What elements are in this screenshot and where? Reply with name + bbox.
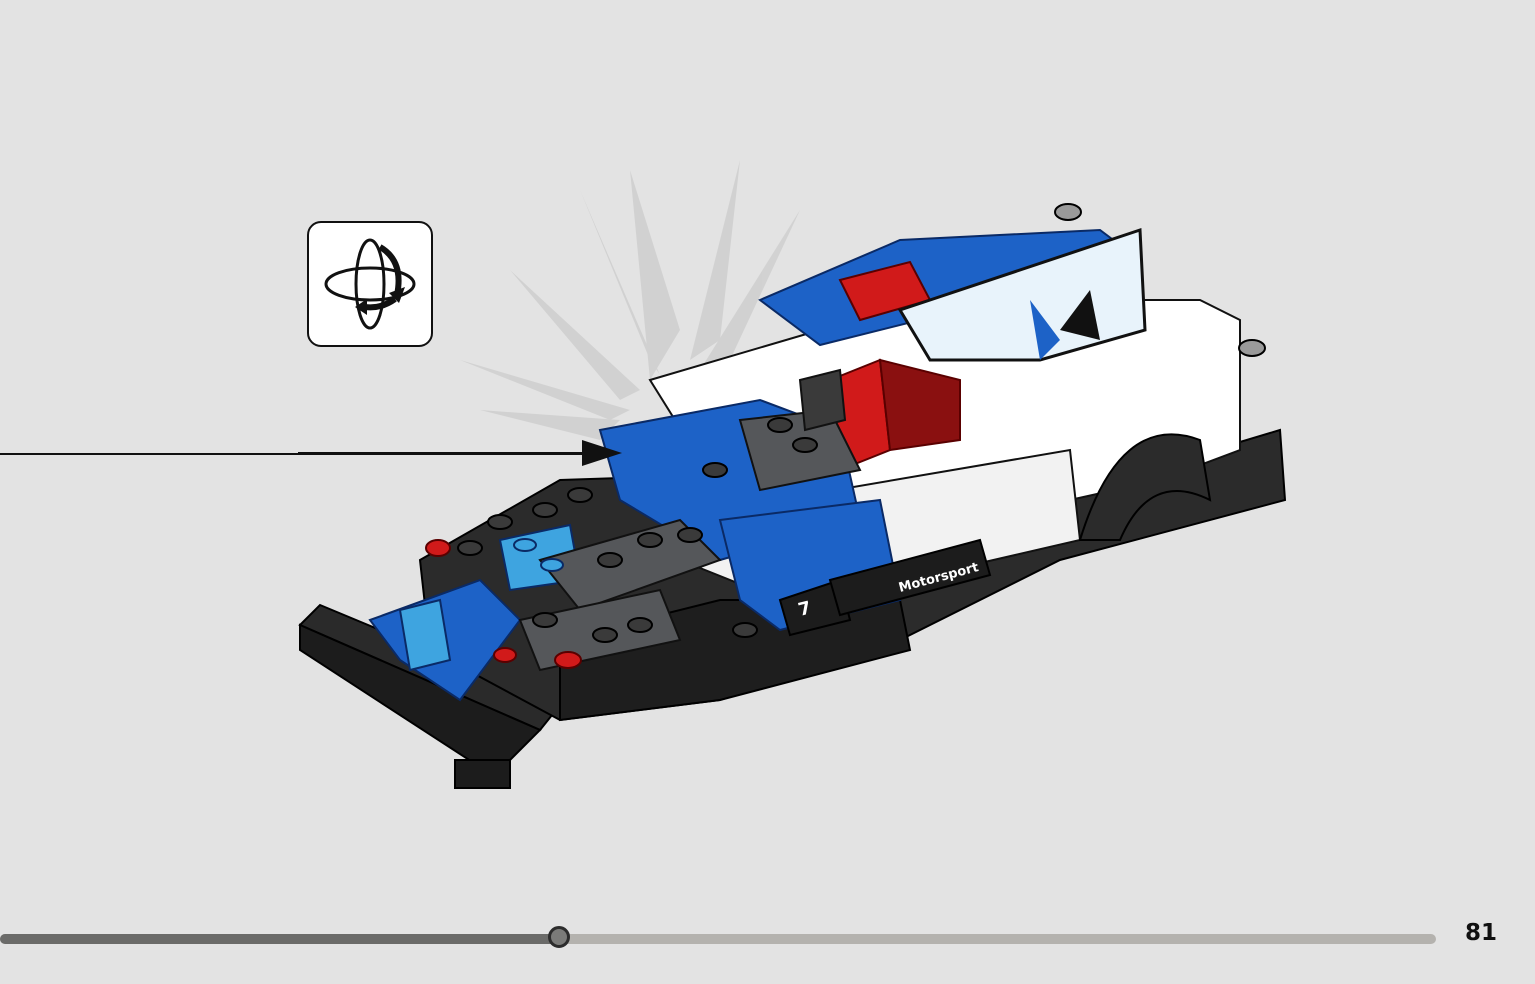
progress-knob bbox=[547, 926, 570, 948]
decal-panel: 7 Motorsport bbox=[778, 538, 992, 637]
blue-studs bbox=[513, 538, 564, 572]
progress-fill bbox=[0, 934, 559, 944]
callout-arrow-icon bbox=[582, 440, 622, 466]
page-number: 81 bbox=[1464, 920, 1497, 946]
rotate-model-box bbox=[307, 221, 433, 347]
studs bbox=[457, 203, 1266, 643]
red-studs bbox=[425, 539, 582, 669]
rotate-model-icon bbox=[324, 238, 416, 330]
wheel-arch bbox=[1078, 433, 1212, 541]
progress-bar bbox=[0, 926, 1436, 948]
highlight-burst bbox=[460, 160, 800, 440]
callout-line bbox=[0, 453, 300, 455]
windscreen bbox=[897, 227, 1147, 362]
car-number: 7 bbox=[796, 597, 813, 620]
